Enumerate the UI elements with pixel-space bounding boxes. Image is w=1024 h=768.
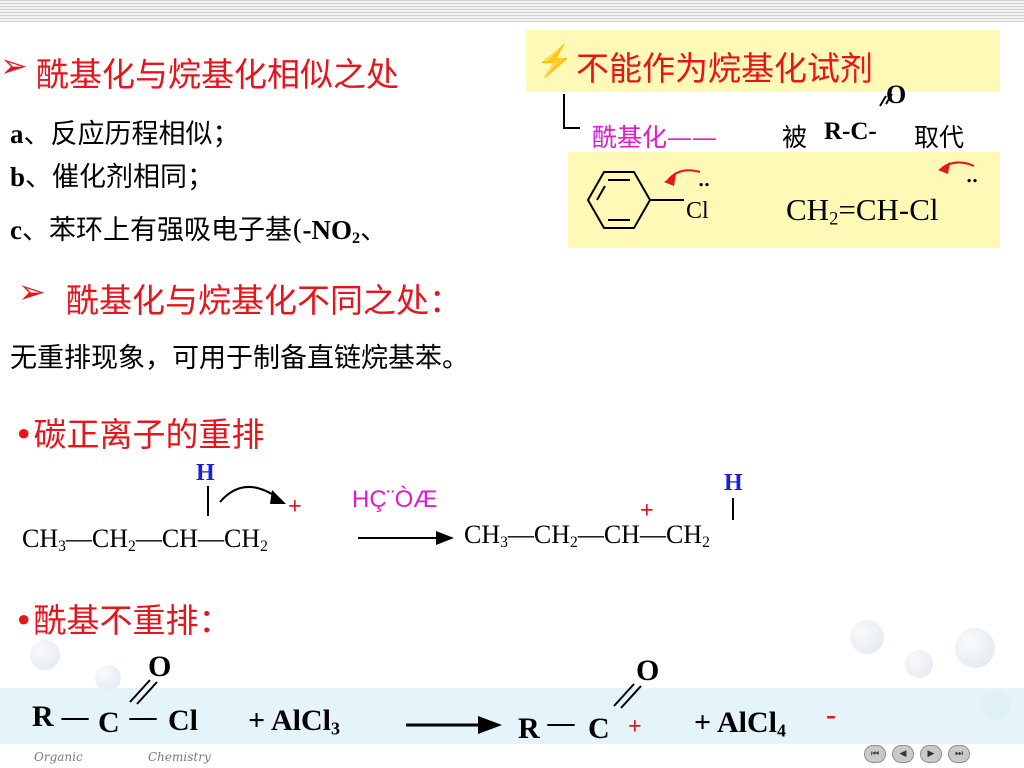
note-by: 被 [782,123,808,152]
last-slide-icon[interactable]: ⏭ [948,745,970,763]
footer-chemistry: Chemistry [148,750,211,764]
carbocation-plus-right: + [640,498,654,524]
first-slide-icon[interactable]: ⏮ [864,745,886,763]
acyl-r-right: R [518,712,540,745]
vinyl-arrow [938,161,975,174]
co-double-bond-right [613,683,642,709]
bullet-arrow-icon: ➢ [0,46,28,85]
top-decor-bar [0,0,1024,22]
hydride-shift-arrow [207,485,286,516]
note-bracket [563,93,893,129]
note-replace: 取代 [914,123,965,152]
lone-pair-dots-1: ‥ [698,170,711,190]
note-rc: R-C- [824,118,877,145]
halide-box [568,152,1000,248]
carbocation-plus-left: + [288,494,302,520]
chlorobenzene-structure [586,169,701,229]
bond-c-cl: — [128,700,158,735]
lightning-icon: ⚡ [536,44,574,79]
acyl-o-right: O [636,654,660,687]
similar-point-b: b、催化剂相同； [10,162,215,193]
alcl3: + AlCl3 [248,704,340,739]
h-atom-right: H [724,470,743,496]
vinyl-chloride: CH2=CH-Cl [786,192,939,230]
bond-r-c-left: — [60,700,90,735]
acyl-c-right: C [588,712,610,745]
footer-organic: Organic [34,750,83,764]
similar-heading: 酰基化与烷基化相似之处 [36,55,399,94]
diff-text: 无重排现象，可用于制备直链烷基苯。 [10,343,469,374]
note-title: 不能作为烷基化试剂 [576,49,873,88]
acyl-cl: Cl [168,704,198,737]
acyl-c-left: C [98,706,120,739]
lone-pair-dots-2: ‥ [966,166,979,186]
chlorobenzene-cl: Cl [686,198,709,224]
note-acyl: 酰基化—— [592,123,718,152]
bond-r-c-right: — [546,706,576,741]
reaction-arrow-1 [358,531,454,545]
acyl-heading: •酰基不重排： [14,601,232,640]
bullet-arrow-icon-2: ➢ [18,272,46,311]
footer-band [0,688,1024,744]
slide-nav: ⏮ ◀ ▶ ⏭ [864,745,970,763]
next-slide-icon[interactable]: ▶ [920,745,942,763]
acylium-plus: + [628,714,642,740]
h-atom-left: H [196,460,215,486]
note-box [526,30,1000,92]
prev-slide-icon[interactable]: ◀ [892,745,914,763]
diff-heading: 酰基化与烷基化不同之处： [66,281,462,320]
reaction-condition-garbled: HÇ¨ÒÆ [352,486,438,513]
footer-bar [0,744,1024,768]
rearr-heading: •碳正离子的重排 [14,415,265,454]
co-double-bond-left [129,679,158,705]
acyl-r-left: R [32,700,54,733]
reaction-arrow-2 [406,716,502,734]
alcl4-minus: - [826,698,836,731]
h-bond-right [732,498,734,520]
acyl-o-left: O [148,650,172,683]
alcl4: + AlCl4 [694,706,786,741]
product-chain: CH3—CH2—CH—CH2 [464,520,710,551]
similar-point-a: a、反应历程相似； [10,119,240,150]
reactant-chain: CH3—CH2—CH—CH2 [22,524,268,555]
note-oxygen: O [886,80,907,109]
similar-point-c: c、苯环上有强吸电子基(-NO2、 [10,215,388,248]
